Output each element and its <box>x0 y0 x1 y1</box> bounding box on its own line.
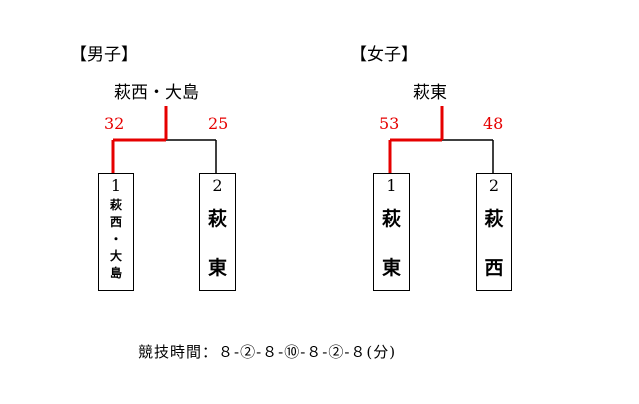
men-team1-name-4: 大 <box>109 249 122 263</box>
men-score-right: 25 <box>208 114 229 133</box>
women-team2-box: 2 萩 西 <box>476 173 512 291</box>
women-team2-name-1: 萩 <box>484 208 504 230</box>
men-team2-name-1: 萩 <box>207 208 227 230</box>
men-team2-name-2: 東 <box>207 257 227 279</box>
men-heading: 【男子】 <box>70 45 138 65</box>
men-winner-label: 萩西・大島 <box>114 83 199 103</box>
women-winner-label: 萩東 <box>413 83 447 103</box>
women-team2-seed: 2 <box>488 176 500 195</box>
men-team2-seed: 2 <box>212 176 223 195</box>
women-team1-box: 1 萩 東 <box>373 173 410 291</box>
women-team1-name-1: 萩 <box>381 208 401 230</box>
women-team1-seed: 1 <box>386 176 397 195</box>
women-team2-name-2: 西 <box>484 257 504 279</box>
men-team1-name-5: 島 <box>109 266 122 280</box>
women-heading: 【女子】 <box>350 45 418 65</box>
men-team1-seed: 1 <box>110 176 122 195</box>
men-team2-box: 2 萩 東 <box>199 173 236 291</box>
competition-time-note: 競技時間：８-②-８-⑩-８-②-８(分) <box>138 343 397 361</box>
men-team1-name-1: 萩 <box>109 198 122 212</box>
women-score-left: 53 <box>379 114 400 133</box>
men-team1-name-3: ・ <box>109 232 122 246</box>
women-team1-name-2: 東 <box>381 257 401 279</box>
men-score-left: 32 <box>104 114 125 133</box>
women-score-right: 48 <box>483 114 504 133</box>
men-team1-box: 1 萩 西 ・ 大 島 <box>98 173 134 291</box>
men-team1-name-2: 西 <box>109 215 122 229</box>
